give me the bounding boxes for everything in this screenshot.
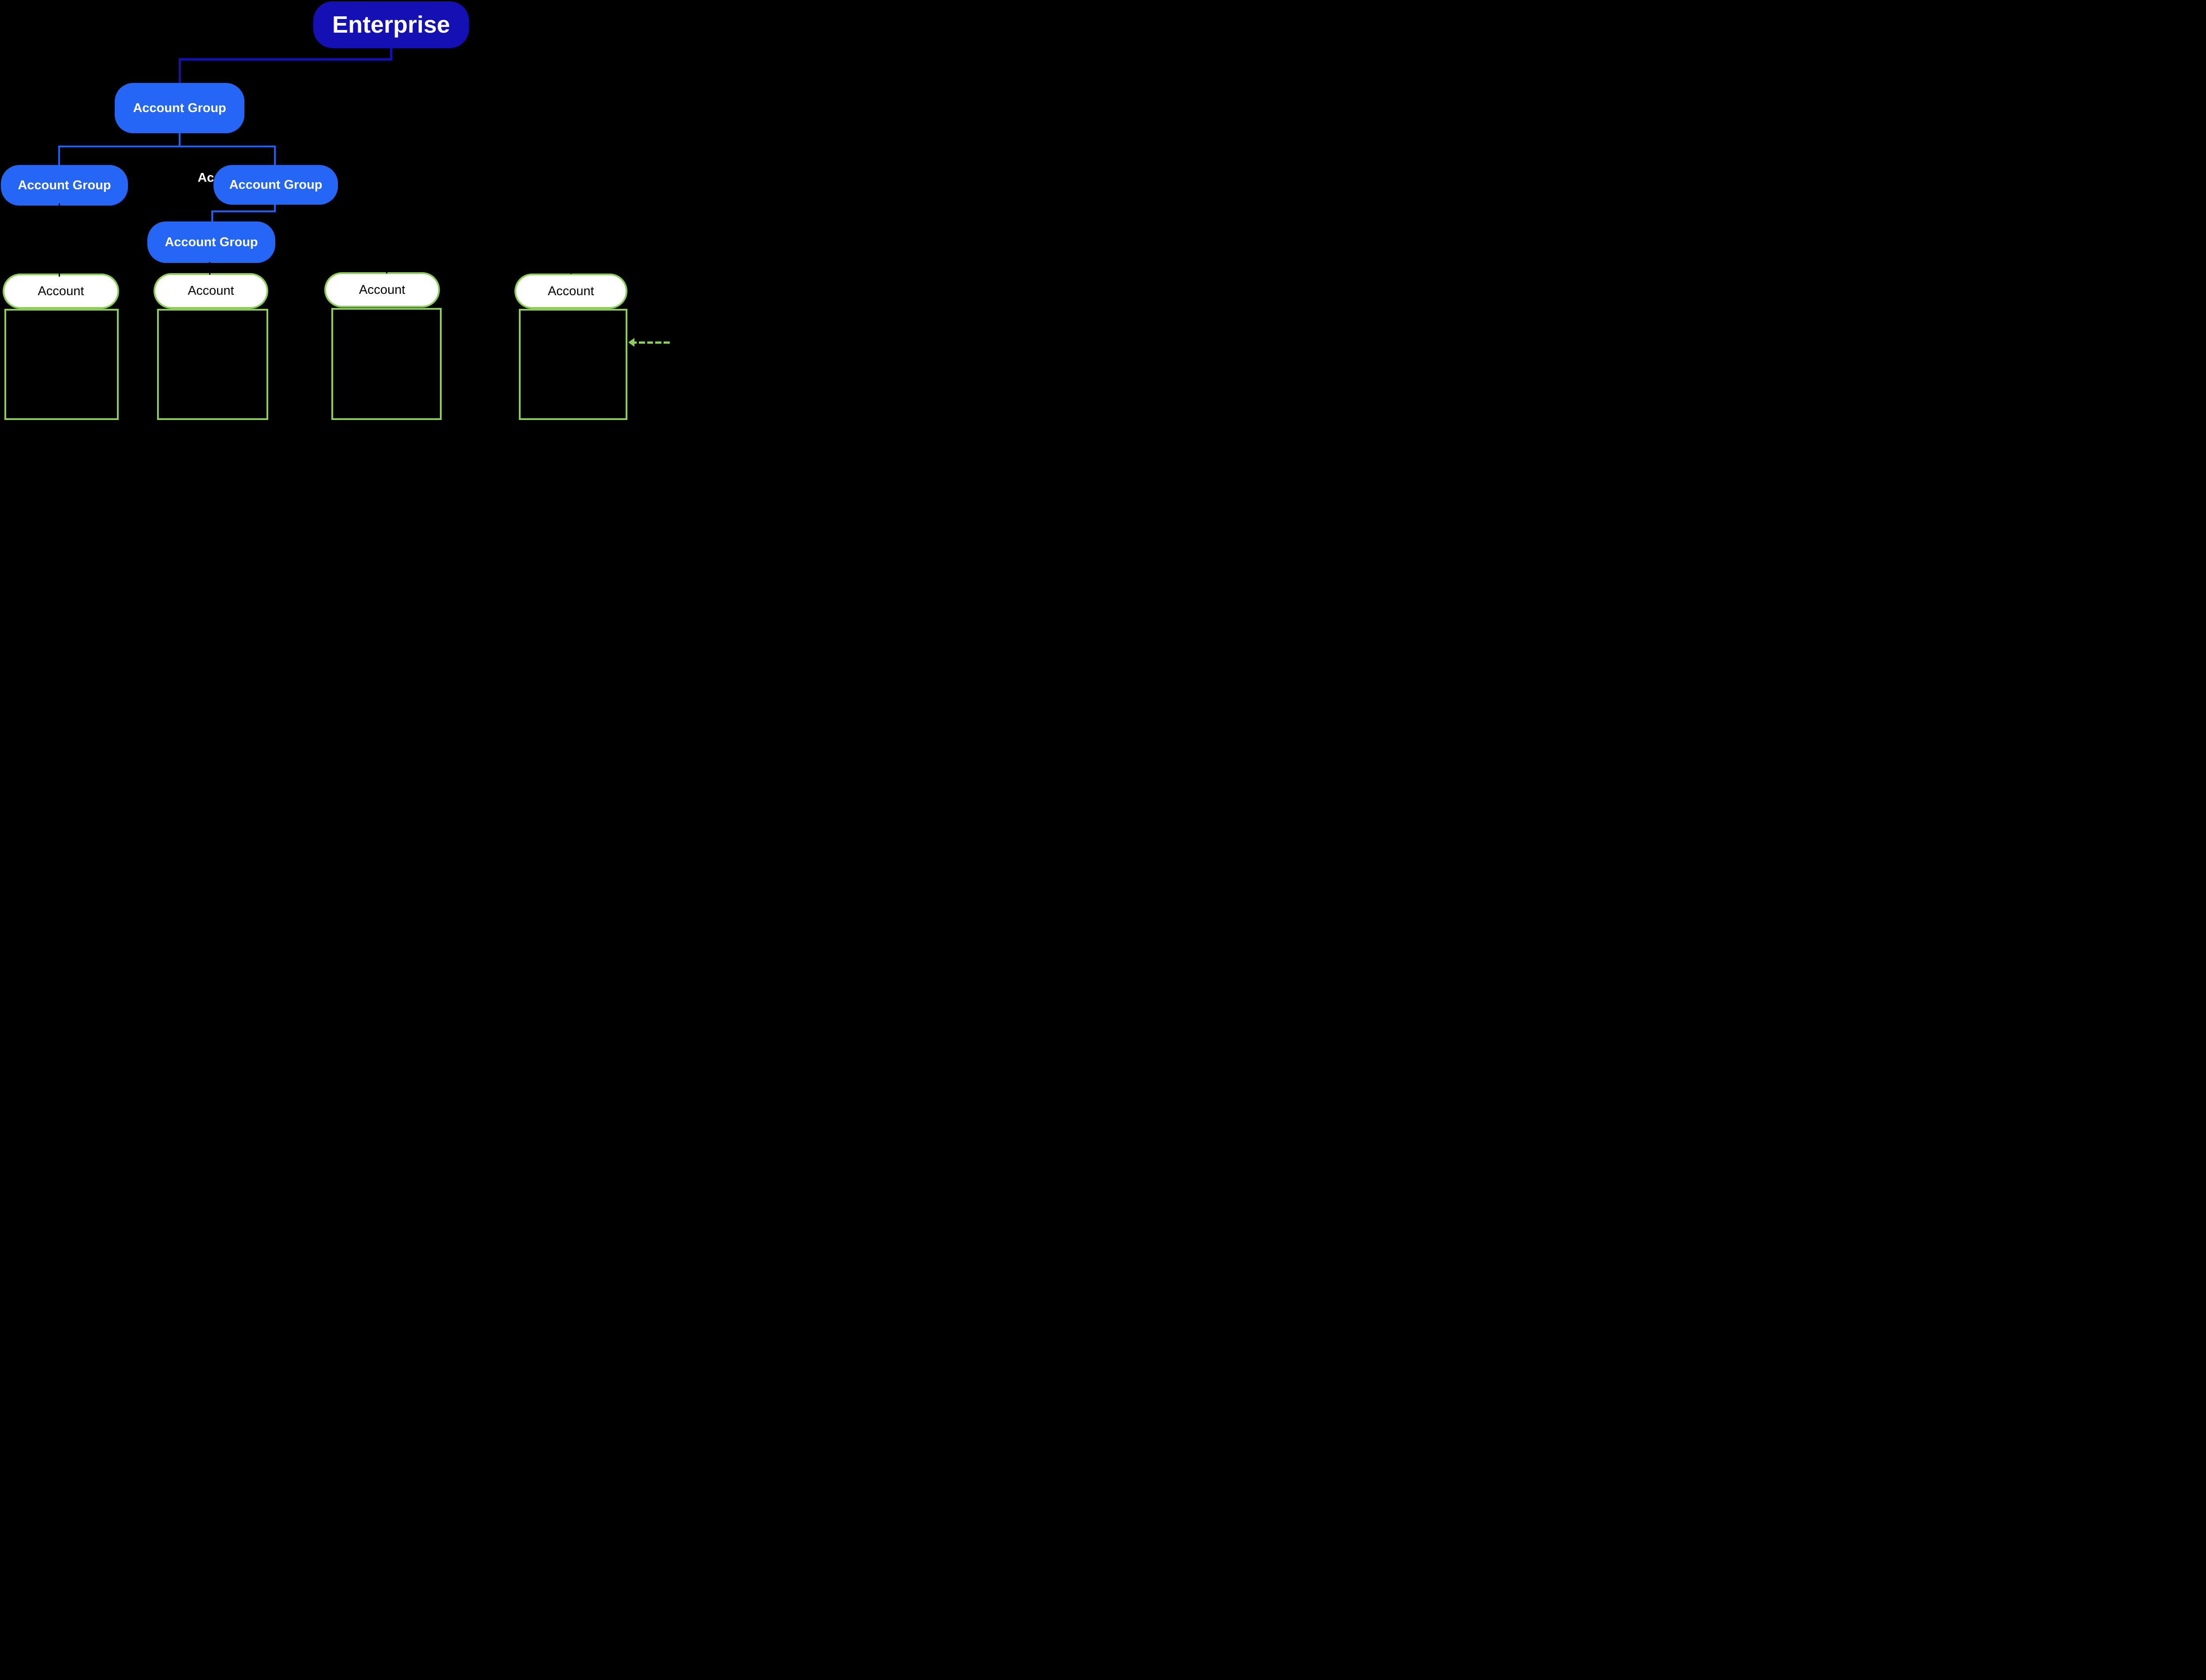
enterprise-hierarchy-diagram: Account Group Enterprise Account Group A…	[0, 0, 780, 420]
resource-box-2	[157, 309, 268, 420]
arrow-dash	[664, 341, 670, 344]
edge-rail-to-group-l3-left	[58, 146, 60, 166]
account-pill-1: Account	[3, 274, 119, 309]
account-pill-2: Account	[154, 273, 268, 309]
edge-to-group-l4	[211, 210, 213, 223]
edge-group-l2-rail	[58, 146, 276, 147]
edge-group-l4-to-account-2	[209, 262, 210, 275]
account-1-label: Account	[38, 284, 84, 298]
account-group-l3-left-label: Account Group	[18, 178, 111, 192]
edge-rail-to-group-l3-right	[274, 146, 276, 166]
account-group-l2-label: Account Group	[133, 101, 226, 115]
arrowhead-left-icon	[628, 338, 634, 347]
account-group-l4-label: Account Group	[165, 235, 258, 249]
edge-group-l2-drop	[179, 132, 180, 147]
dashed-arrow	[628, 338, 670, 347]
account-pill-4: Account	[514, 274, 627, 309]
resource-box-4	[519, 309, 627, 420]
resource-box-3	[331, 308, 442, 420]
arrow-dash	[647, 341, 653, 344]
edge-enterprise-drop	[390, 46, 392, 60]
account-group-node-l3-left: Account Group	[1, 165, 128, 206]
account-group-node-l4: Account Group	[147, 221, 275, 263]
account-4-label: Account	[548, 284, 594, 298]
account-3-label: Account	[359, 282, 405, 297]
edge-stub-account-4	[570, 270, 572, 274]
edge-stub-account-3	[386, 270, 387, 274]
edge-group-l3-right-horizontal	[211, 210, 276, 212]
arrow-dash	[639, 341, 645, 344]
edge-group-l3-left-to-account-1	[59, 203, 60, 277]
edge-enterprise-horizontal	[179, 58, 392, 60]
enterprise-node: Enterprise	[313, 1, 469, 48]
enterprise-label: Enterprise	[332, 11, 450, 38]
account-group-l3-right-label: Account Group	[229, 177, 323, 192]
account-group-node-l2: Account Group	[115, 83, 244, 133]
edge-enterprise-to-group-l2	[179, 58, 181, 85]
account-group-node-l3-right: Account Group	[214, 165, 338, 205]
account-2-label: Account	[188, 284, 234, 298]
account-pill-3: Account	[324, 272, 440, 308]
resource-box-1	[4, 309, 119, 420]
arrow-dash	[634, 341, 637, 344]
arrow-dash	[655, 341, 661, 344]
edge-group-l3-right-drop	[274, 204, 276, 212]
